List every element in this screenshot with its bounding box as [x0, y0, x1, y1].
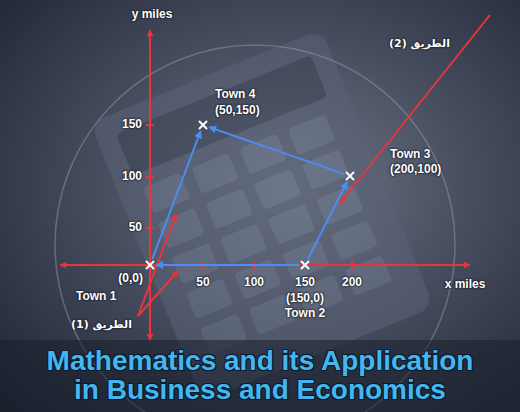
tick-label: 200 [342, 276, 362, 289]
town-label: Town 2 [285, 307, 325, 320]
town-label: (150,0) [286, 292, 324, 305]
tick-label: 100 [244, 276, 264, 289]
title-band [0, 340, 520, 412]
cover-title: Mathematics and its Application in Busin… [40, 346, 480, 404]
route-2-pointer [340, 15, 490, 203]
town-marker [144, 259, 156, 271]
town-node: (0,0)Town 1 [144, 259, 156, 271]
town-label: Town 1 [76, 290, 116, 303]
town-name: Town 4 [215, 88, 255, 101]
tick-label: 150 [295, 276, 315, 289]
x-axis [60, 264, 470, 266]
town-node: Town 3(200,100) [344, 170, 356, 182]
town-marker [344, 170, 356, 182]
route-line [209, 127, 344, 174]
town-label: (200,100) [390, 163, 441, 176]
tick-label: 150 [122, 118, 142, 131]
tick-marks [146, 125, 352, 269]
route-line [152, 131, 200, 259]
route-label: الطريق (2) [389, 37, 450, 50]
tick-label: 100 [122, 170, 142, 183]
route-label: الطريق (1) [71, 318, 132, 331]
route-line [308, 182, 347, 259]
town-node: (150,0)Town 2 [299, 259, 311, 271]
town-marker [299, 259, 311, 271]
tick-label: 50 [196, 276, 209, 289]
y-axis [149, 30, 151, 340]
town-name: Town 3 [390, 148, 430, 161]
town-label: (50,150) [215, 104, 260, 117]
town-marker [197, 119, 209, 131]
axis-title: x miles [445, 278, 486, 291]
route-line [156, 264, 299, 266]
town-label: (0,0) [118, 272, 143, 285]
route-1-pointer [138, 271, 178, 316]
tick-label: 50 [129, 221, 142, 234]
town-node: Town 4(50,150) [197, 119, 209, 131]
axis-title: y miles [132, 8, 173, 21]
